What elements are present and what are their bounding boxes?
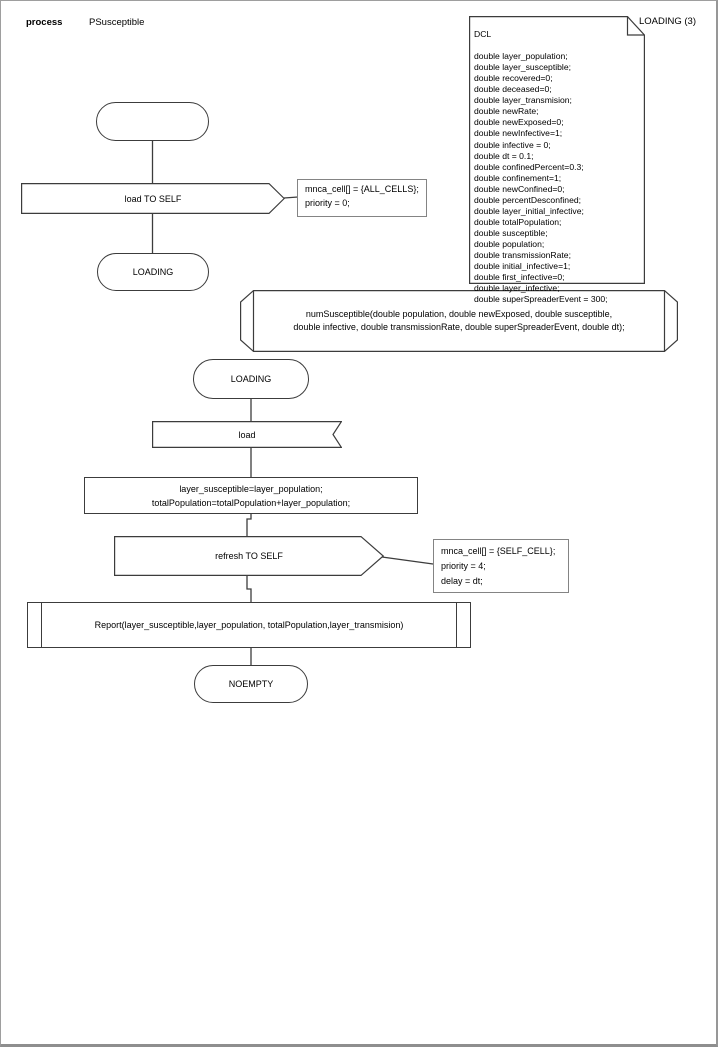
output-symbol-shape <box>21 183 285 214</box>
start-state-symbol[interactable] <box>96 102 209 141</box>
dcl-body: double layer_population; double layer_su… <box>474 51 608 305</box>
connector-refresh-output-attrs <box>381 556 434 565</box>
output-load-to-self[interactable]: load TO SELF <box>21 183 285 214</box>
load-output-attributes-box[interactable]: mnca_cell[] = {ALL_CELLS}; priority = 0; <box>297 179 427 217</box>
procedure-decl-shape <box>240 290 678 352</box>
state-label: LOADING <box>132 267 174 277</box>
procedure-call-report[interactable]: Report(layer_susceptible,layer_populatio… <box>27 602 471 648</box>
connector-load-output-attrs <box>283 196 299 199</box>
input-label: load <box>238 429 256 440</box>
procedure-declaration-symbol[interactable]: numSusceptible(double population, double… <box>240 290 678 352</box>
dcl-declarations-symbol[interactable]: DCL double layer_population; double laye… <box>469 16 645 304</box>
folded-corner-icon <box>626 16 645 36</box>
output-label: load TO SELF <box>124 193 182 204</box>
connector-task-to-refresh <box>246 513 252 537</box>
process-keyword: process <box>26 17 63 28</box>
procedure-decl-label: numSusceptible(double population, double… <box>293 308 625 333</box>
task-assignments[interactable]: layer_susceptible=layer_population; tota… <box>84 477 418 514</box>
output-label: refresh TO SELF <box>215 551 283 561</box>
state-label: LOADING <box>230 374 272 384</box>
process-name: PSusceptible <box>89 17 145 28</box>
refresh-output-attributes-box[interactable]: mnca_cell[] = {SELF_CELL}; priority = 4;… <box>433 539 569 593</box>
output-refresh-to-self[interactable]: refresh TO SELF <box>114 536 384 576</box>
input-load[interactable]: load <box>152 421 342 448</box>
state-noempty[interactable]: NOEMPTY <box>194 665 308 703</box>
text-symbol-shape <box>469 16 645 284</box>
output-symbol-shape <box>114 536 384 576</box>
input-symbol-shape <box>152 421 342 448</box>
page-label: LOADING (3) <box>639 16 697 27</box>
procedure-call-left-bar <box>41 603 42 647</box>
state-label: NOEMPTY <box>228 679 274 689</box>
state-loading-next[interactable]: LOADING <box>97 253 209 291</box>
connector-refresh-to-report <box>246 575 252 603</box>
dcl-title: DCL <box>474 29 492 40</box>
procedure-call-label: Report(layer_susceptible,layer_populatio… <box>94 620 404 630</box>
procedure-call-right-bar <box>456 603 457 647</box>
state-loading[interactable]: LOADING <box>193 359 309 399</box>
